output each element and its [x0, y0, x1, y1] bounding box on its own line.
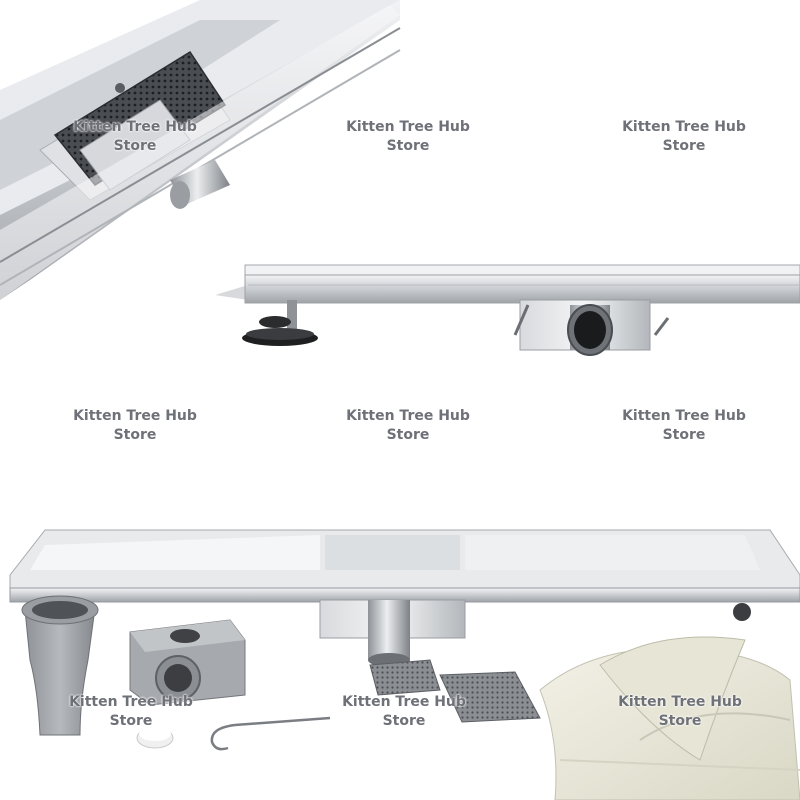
removal-hook: [210, 716, 331, 751]
closeup-outlet-pipe: [170, 160, 230, 209]
adjustable-foot: [242, 300, 318, 346]
grate-knob: [115, 83, 125, 93]
perforated-grate-insert-bottom: [369, 659, 541, 723]
perforated-grate-insert: [53, 50, 227, 191]
side-view-channel: [215, 264, 800, 356]
waterproofing-fleece: [539, 636, 800, 800]
closeup-channel: [0, 0, 401, 300]
channel-foot: [733, 603, 751, 621]
gray-pipe-adapter: [21, 595, 99, 736]
gray-trap-box: [129, 619, 246, 706]
white-plug: [136, 727, 174, 749]
channel-outlet-pipe: [368, 600, 410, 667]
full-channel-kit: [9, 529, 800, 800]
side-outlet-pipe: [567, 304, 613, 356]
